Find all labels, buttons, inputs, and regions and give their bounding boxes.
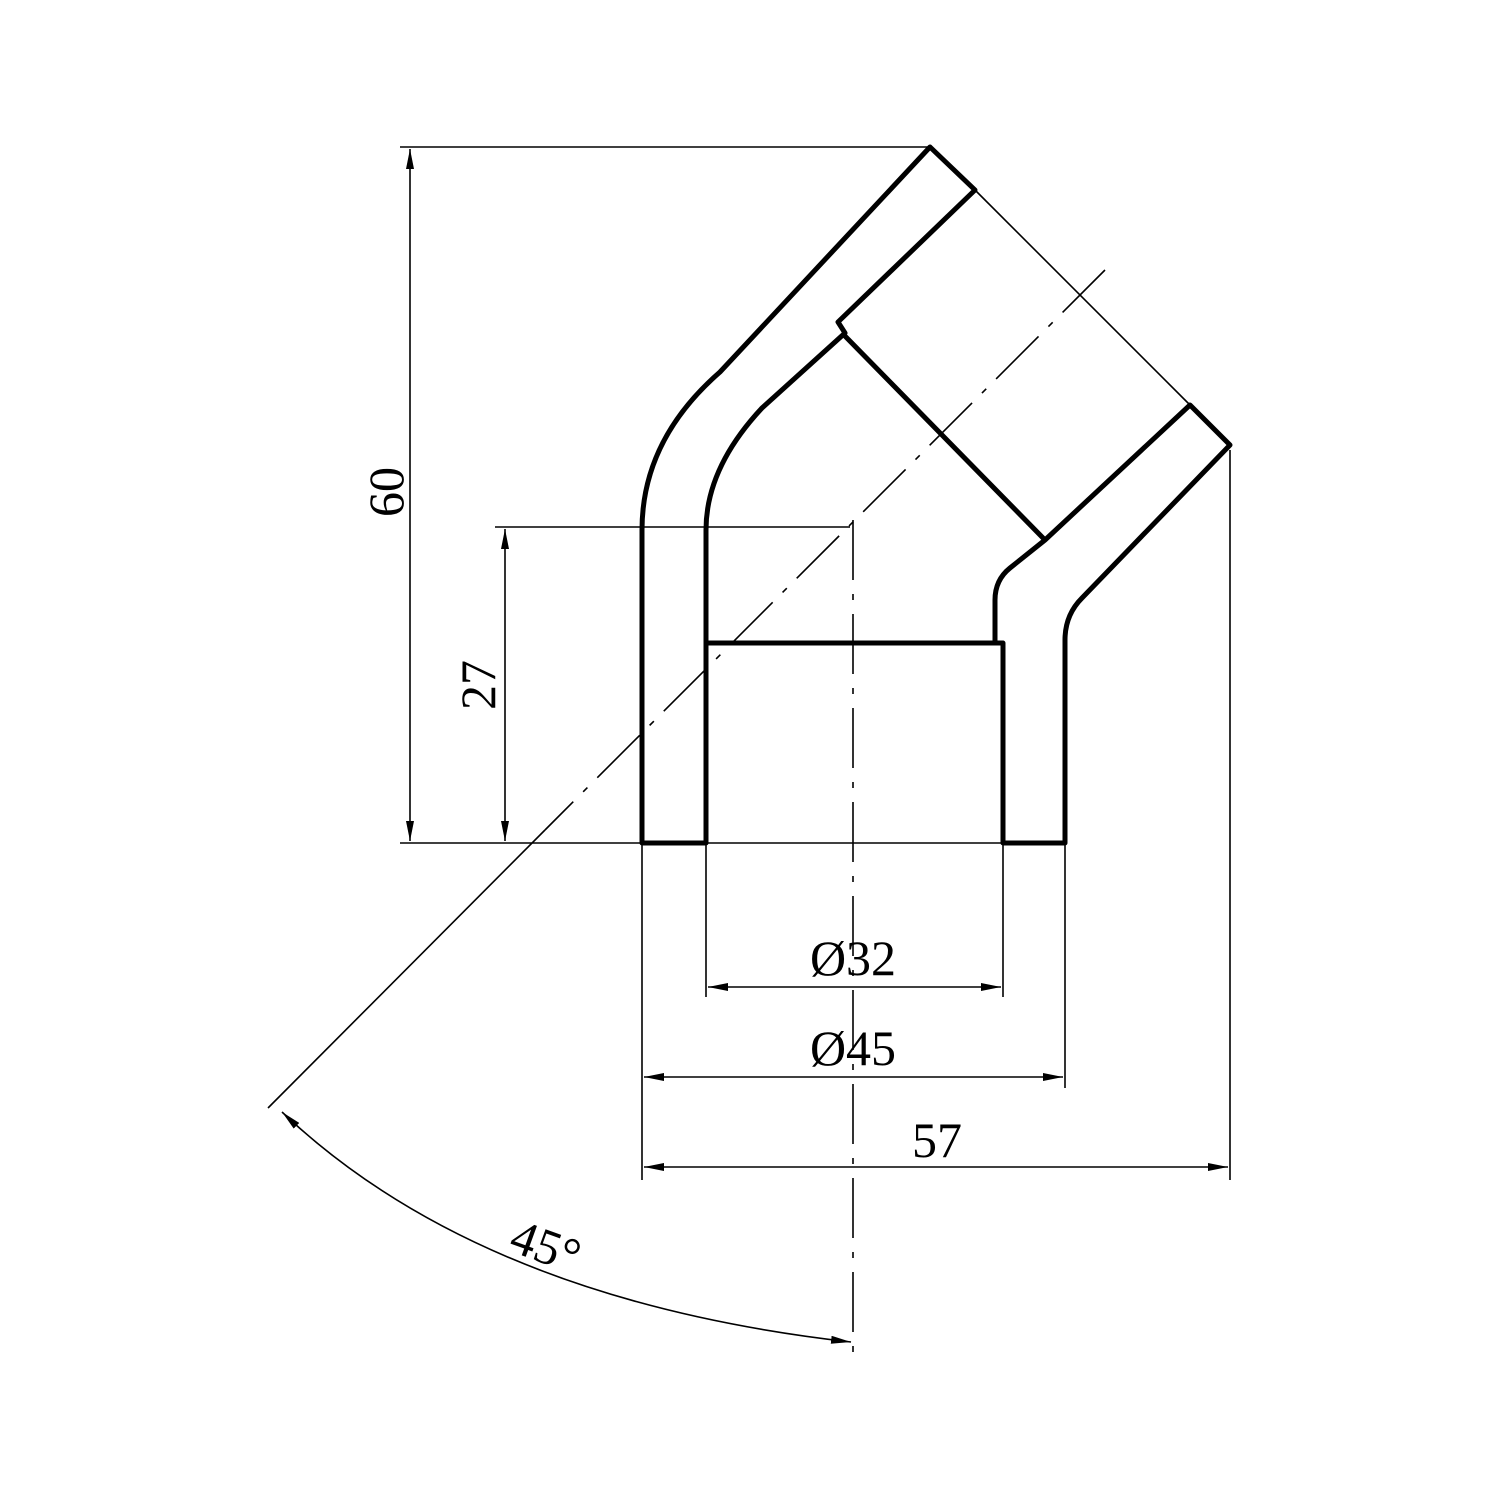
dimension-label-d32: Ø32 <box>810 930 896 986</box>
dimension-label-27: 27 <box>450 660 506 710</box>
upper-socket-bottom-line <box>840 331 1047 542</box>
angle-arc <box>281 1111 852 1344</box>
upper-socket-mouth-line <box>974 189 1191 406</box>
angle-label: 45° <box>503 1208 588 1285</box>
dimension-label-60: 60 <box>358 467 414 517</box>
diagonal-centerline <box>544 269 1106 831</box>
angle-extension-line <box>267 829 546 1109</box>
dimension-label-d45: Ø45 <box>810 1020 896 1076</box>
left-upper-wall-section <box>639 144 978 846</box>
right-wall-section <box>992 402 1233 846</box>
dimension-label-57: 57 <box>912 1112 962 1168</box>
